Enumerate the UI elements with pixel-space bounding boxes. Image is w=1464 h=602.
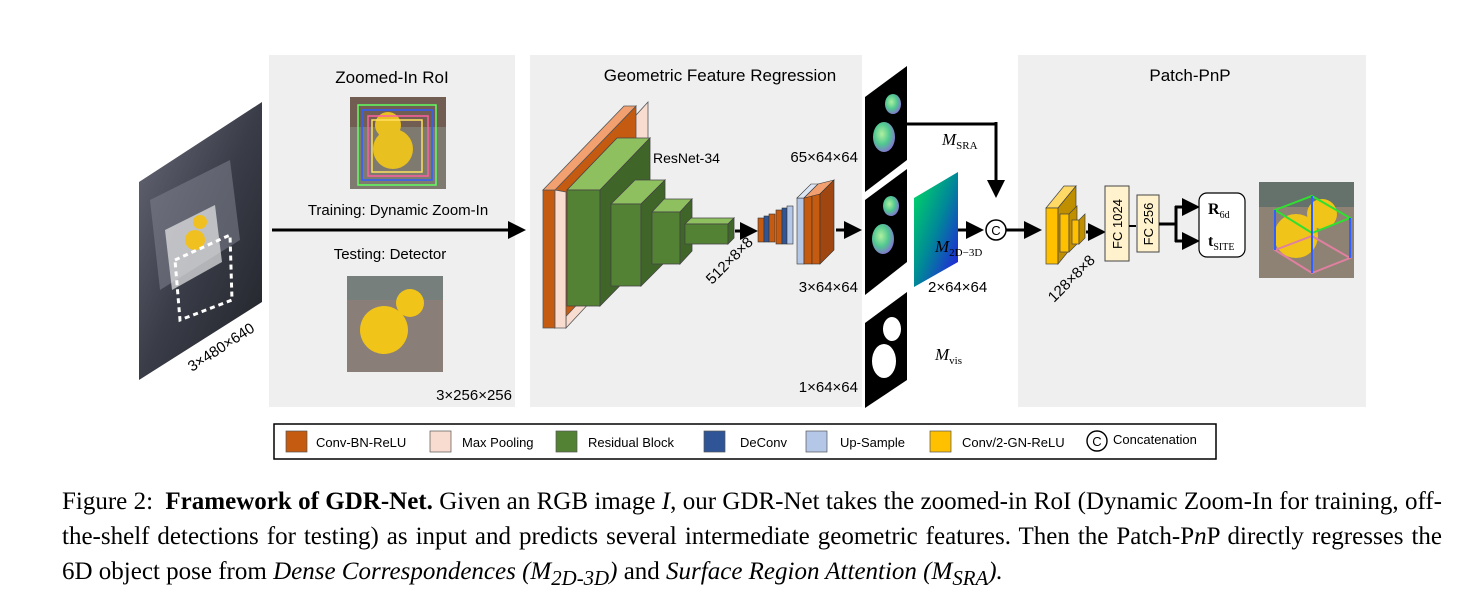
- caption-and: and: [617, 558, 667, 585]
- tsite-label: tSITE: [1208, 233, 1234, 253]
- svg-text:C: C: [1092, 434, 1101, 449]
- roi-test-image: [347, 276, 443, 372]
- legend-label-upsample: Up-Sample: [840, 435, 905, 450]
- caption-label: Figure 2:: [62, 488, 154, 515]
- testing-label: Testing: Detector: [334, 246, 447, 263]
- r6d-label: R6d: [1208, 201, 1230, 221]
- input-image: [139, 102, 262, 380]
- caption-text-2: , our GDR-Net takes the zoomed-in RoI (D…: [62, 488, 1442, 550]
- legend-swatch-conv: [285, 430, 308, 453]
- decoder-head: [757, 179, 835, 265]
- zoom-title: Zoomed-In RoI: [335, 68, 448, 87]
- m-2d3d-coords-map: [865, 169, 907, 295]
- zoom-dim: 3×256×256: [436, 387, 512, 404]
- legend-label-conv: Conv-BN-ReLU: [316, 435, 406, 450]
- upper-dim: 65×64×64: [790, 149, 858, 166]
- legend-label-concat: Concatenation: [1113, 432, 1197, 447]
- caption-var-i: I: [661, 488, 671, 515]
- legend-swatch-pool: [429, 430, 452, 453]
- fc1024-box: [1104, 185, 1130, 262]
- caption-paragraph: Figure 2: Framework of GDR-Net. Given an…: [62, 484, 1442, 596]
- vis-dim: 1×64×64: [799, 379, 858, 396]
- m-2d3d-map: [914, 172, 958, 287]
- legend-swatch-upsample: [805, 430, 828, 453]
- pnp-conv-stack: [1045, 185, 1086, 265]
- legend-swatch-gn: [929, 430, 952, 453]
- m-vis-map: [865, 292, 907, 408]
- fc256-label: FC 256: [1141, 203, 1156, 246]
- pnp-title: Patch-PnP: [1149, 66, 1230, 85]
- pose-result-image: [1259, 182, 1354, 278]
- legend-swatch-residual: [555, 430, 578, 453]
- legend-label-pool: Max Pooling: [462, 435, 534, 450]
- lower-dim: 3×64×64: [799, 279, 858, 296]
- caption-var-n: n: [1194, 523, 1207, 550]
- caption-title: Framework of GDR-Net.: [165, 488, 433, 515]
- caption-dense-corr: Dense Correspondences (M2D-3D): [273, 558, 618, 590]
- figure-caption: Figure 2: Framework of GDR-Net. Given an…: [62, 484, 1442, 596]
- geo-title: Geometric Feature Regression: [604, 66, 836, 85]
- legend-label-gn: Conv/2-GN-ReLU: [962, 435, 1065, 450]
- legend-label-deconv: DeConv: [740, 435, 787, 450]
- resnet-backbone: [542, 100, 735, 330]
- m2d3d-dim: 2×64×64: [928, 279, 987, 296]
- training-label: Training: Dynamic Zoom-In: [308, 202, 488, 219]
- concat-node: C: [985, 219, 1007, 241]
- caption-sra: Surface Region Attention (MSRA).: [666, 558, 1003, 590]
- m-vis-label: Mvis: [934, 345, 962, 367]
- caption-text-3: P directly regresses the 6D object pose …: [62, 523, 1443, 585]
- legend-label-residual: Residual Block: [588, 435, 674, 450]
- gdr-net-diagram: 3×480×640 Zoomed-In RoI Training: Dynami…: [139, 55, 1366, 460]
- pose-output-box: [1198, 192, 1246, 258]
- m-2d3d-label: M2D−3D: [934, 237, 982, 259]
- legend-swatch-deconv: [703, 430, 726, 453]
- roi-train-image: [350, 97, 446, 189]
- fc1024-label: FC 1024: [1110, 199, 1125, 249]
- resnet-label: ResNet-34: [653, 150, 720, 166]
- m-sra-map: [865, 66, 907, 192]
- svg-text:C: C: [991, 223, 1000, 238]
- m-sra-label: MSRA: [941, 130, 978, 152]
- caption-text-1: Given an RGB image: [432, 488, 662, 515]
- concat-icon: C: [1086, 430, 1108, 452]
